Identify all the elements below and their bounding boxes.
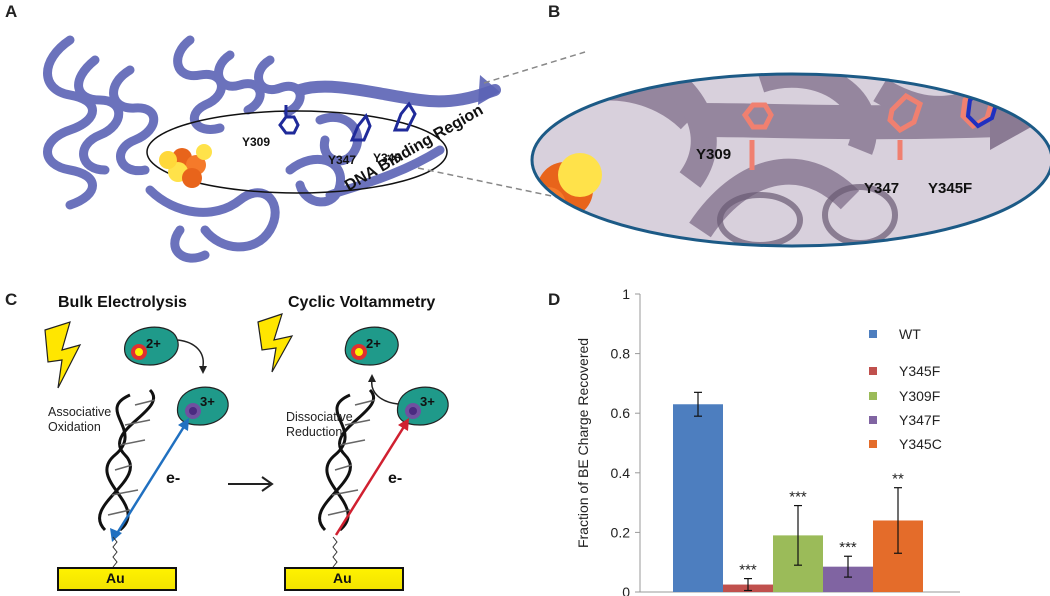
y-tick-label: 0.6 (611, 405, 631, 421)
dissociative-label: Dissociative (286, 410, 353, 424)
residue-label-y309-a: Y309 (242, 135, 271, 149)
tyrosine-sticks-a (278, 101, 417, 142)
reduction-label: Reduction (286, 425, 343, 439)
legend-label-y309f: Y309F (899, 388, 941, 404)
panel-letter-d: D (548, 290, 561, 309)
panel-letter-a: A (5, 2, 18, 21)
bulk-electrolysis-title: Bulk Electrolysis (58, 294, 187, 311)
y-axis-title: Fraction of BE Charge Recovered (575, 338, 591, 548)
scheme-c (44, 313, 449, 591)
panel-letter-c: C (5, 290, 18, 309)
cyclic-voltammetry-title: Cyclic Voltammetry (288, 294, 436, 311)
legend-swatch-y347f (869, 416, 877, 424)
legend-label-y345c: Y345C (899, 436, 942, 452)
protein-structure-a (43, 35, 501, 263)
lightning-icon-2 (257, 313, 294, 373)
y-tick-label: 0.4 (611, 465, 631, 481)
charge-2plus-left: 2+ (146, 336, 161, 351)
oxidation-label: Oxidation (48, 420, 101, 434)
legend-item-y345f: Y345F (869, 363, 940, 379)
y-tick-label: 0 (622, 584, 630, 596)
y-tick-label: 0.2 (611, 524, 631, 540)
fes-cluster-a (159, 144, 212, 188)
binding-ellipse-a (146, 110, 448, 194)
legend-swatch-y345c (869, 440, 877, 448)
bar-wt (673, 404, 723, 592)
legend-item-y309f: Y309F (869, 388, 940, 404)
charge-3plus-left: 3+ (200, 394, 215, 409)
panel-letter-b: B (548, 2, 561, 21)
lightning-icon (44, 321, 82, 389)
residue-label-y347-b: Y347 (864, 180, 900, 197)
associative-label: Associative (48, 405, 112, 419)
legend-label-y345f: Y345F (899, 363, 941, 379)
significance-marker: ** (892, 471, 904, 488)
legend-item-wt: WT (869, 326, 921, 342)
residue-label-y345f-b: Y345F (928, 180, 973, 197)
charge-3plus-right: 3+ (420, 394, 435, 409)
legend-label-wt: WT (899, 326, 921, 342)
charge-2plus-right: 2+ (366, 336, 381, 351)
y-tick-label: 0.8 (611, 346, 631, 362)
y-tick-label: 1 (622, 286, 630, 302)
residue-label-y347-a: Y347 (328, 153, 357, 167)
electron-label-left: e- (166, 470, 181, 487)
residue-label-y345-a: Y345 (373, 151, 402, 165)
residue-label-y309-b: Y309 (696, 146, 732, 163)
legend-swatch-y309f (869, 392, 877, 400)
significance-marker: *** (839, 539, 857, 556)
au-electrode-label-left: Au (106, 570, 125, 586)
legend-swatch-wt (869, 330, 877, 338)
significance-marker: *** (739, 562, 757, 579)
legend-item-y345c: Y345C (869, 436, 942, 452)
legend-item-y347f: Y347F (869, 412, 940, 428)
au-electrode-label-right: Au (333, 570, 352, 586)
legend-swatch-y345f (869, 367, 877, 375)
legend-label-y347f: Y347F (899, 412, 941, 428)
significance-marker: *** (789, 489, 807, 506)
electron-label-right: e- (388, 470, 403, 487)
